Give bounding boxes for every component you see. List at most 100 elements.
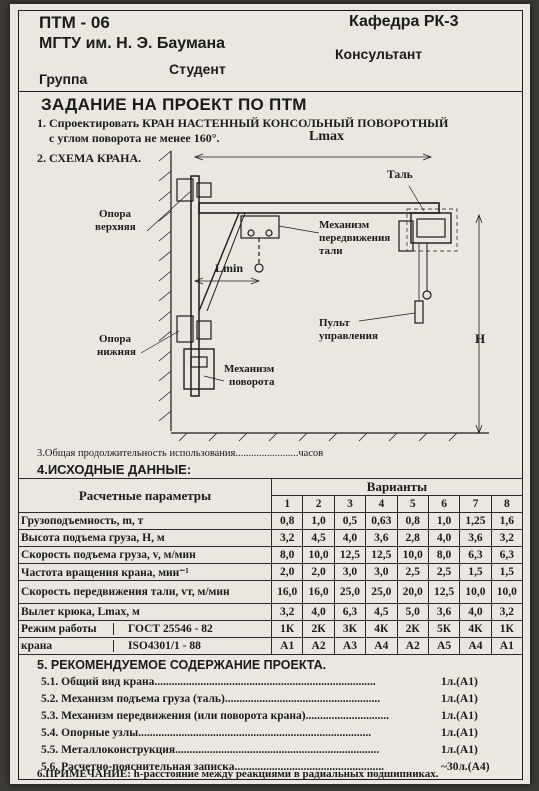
table-cell: 4,5 [302, 529, 335, 547]
row-label: Высота подъема груза, H, м [18, 529, 272, 547]
item-text: 5.1. Общий вид крана....................… [41, 676, 376, 688]
table-cell: 1,0 [302, 512, 335, 530]
note-line: 6.ПРИМЕЧАНИЕ: h-расстояние между реакция… [37, 768, 439, 780]
table-cell: 4,0 [333, 529, 367, 547]
table-cell: 0,5 [333, 512, 367, 530]
table-cell: 1,5 [490, 563, 524, 581]
table-cell: 16,0 [302, 580, 335, 604]
table-cell: 2,0 [270, 563, 304, 581]
sheet-frame: ПТМ - 06 Кафедра РК-3 МГТУ им. Н. Э. Бау… [18, 10, 524, 780]
support-top-label-2: верхняя [95, 221, 136, 233]
table-cell: 2,0 [302, 563, 335, 581]
pendant-label-1: Пульт [319, 317, 350, 329]
table-cell: 25,0 [365, 580, 398, 604]
hoist-label: Таль [387, 169, 413, 181]
table-cell: 3К [333, 620, 367, 638]
university-label: МГТУ им. Н. Э. Баумана [39, 35, 226, 52]
crane-scheme-drawing [140, 150, 489, 442]
row-label: Грузоподъемность, m, т [18, 512, 272, 530]
task-line-1: 1. Спроектировать КРАН НАСТЕННЫЙ КОНСОЛЬ… [37, 116, 449, 130]
table-cell: 0,63 [365, 512, 398, 530]
header-divider [19, 91, 522, 92]
task-4-title: 4.ИСХОДНЫЕ ДАННЫЕ: [37, 462, 192, 477]
support-bottom-label-1: Опора [99, 333, 132, 345]
standard-iso: ISO4301/1 - 88 [113, 640, 201, 652]
table-cell: А3 [333, 637, 367, 655]
table-cell: 10,0 [459, 580, 492, 604]
table-cell: 8,0 [427, 546, 461, 564]
table-cell: 3,6 [427, 603, 461, 621]
table-row: Скорость подъема груза, v, м/мин 8,0 10,… [18, 546, 524, 564]
table-cell: 1К [270, 620, 304, 638]
list-item: 5.3. Механизм передвижения (или поворота… [41, 710, 478, 722]
table-cell: 1,0 [427, 512, 461, 530]
scheme-title: 2. СХЕМА КРАНА. [37, 151, 142, 165]
item-sheets: 1л.(А1) [441, 744, 478, 756]
h-label: H [475, 331, 486, 346]
list-item: 5.4. Опорные узлы.......................… [41, 727, 478, 739]
table-cell: А5 [427, 637, 461, 655]
list-item: 5.1. Общий вид крана....................… [41, 676, 478, 688]
table-cell: 1,25 [459, 512, 492, 530]
variant-number: 7 [459, 495, 492, 513]
variant-number: 4 [365, 495, 398, 513]
table-cell: 10,0 [490, 580, 524, 604]
table-cell: 6,3 [459, 546, 492, 564]
table-cell: 12,5 [365, 546, 398, 564]
row-label: Частота вращения крана, мин⁻¹ [18, 563, 272, 581]
trolley-mechanism-label-2: передвижения [319, 232, 391, 244]
rotation-mechanism-label-1: Механизм [224, 363, 275, 375]
table-cell: А2 [302, 637, 335, 655]
item-text: 5.4. Опорные узлы.......................… [41, 727, 372, 739]
table-cell: 6,3 [490, 546, 524, 564]
variant-number: 8 [490, 495, 524, 513]
item-text: 5.3. Механизм передвижения (или поворота… [41, 710, 389, 722]
table-cell: 4,0 [459, 603, 492, 621]
table-cell: 1,6 [490, 512, 524, 530]
table-cell: 10,0 [302, 546, 335, 564]
group-label: Группа [39, 71, 88, 87]
table-cell: 3,6 [365, 529, 398, 547]
task-line-2: с углом поворота не менее 160°. [49, 131, 220, 145]
table-cell: 8,0 [270, 546, 304, 564]
row-label: Скорость подъема груза, v, м/мин [18, 546, 272, 564]
table-cell: 3,2 [270, 529, 304, 547]
task-3-line: 3.Общая продолжительность использования.… [37, 448, 324, 459]
list-item: 5.6. Расчетно-пояснительная записка.....… [41, 761, 490, 773]
variant-number: 1 [270, 495, 304, 513]
table-cell: 2К [302, 620, 335, 638]
item-sheets: 1л.(А1) [441, 727, 478, 739]
list-item: 5.5. Металлоконструкция.................… [41, 744, 478, 756]
mode-label-1: Режим работы [21, 623, 97, 635]
table-row: Вылет крюка, Lmax, м 3,2 4,0 6,3 4,5 5,0… [18, 603, 524, 621]
table-cell: 5К [427, 620, 461, 638]
table-cell: 4,0 [427, 529, 461, 547]
table-cell: 2,5 [396, 563, 429, 581]
row-label: Скорость передвижения тали, vт, м/мин [18, 580, 272, 604]
trolley-mechanism-label-3: тали [319, 245, 343, 257]
item-sheets: 1л.(А1) [441, 676, 478, 688]
consultant-label: Консультант [335, 46, 423, 62]
table-cell: 1,5 [459, 563, 492, 581]
support-top-label-1: Опора [99, 208, 132, 220]
pendant-label-2: управления [319, 330, 378, 342]
table-cell: 3,0 [333, 563, 367, 581]
table-cell: 3,6 [459, 529, 492, 547]
variant-numbers-row: 1 2 3 4 5 6 7 8 [19, 495, 524, 513]
variants-header: Варианты [271, 478, 523, 496]
lmax-label: Lmax [309, 129, 344, 144]
table-cell: 20,0 [396, 580, 429, 604]
table-cell: 12,5 [333, 546, 367, 564]
table-cell: 5,0 [396, 603, 429, 621]
item-text: 5.6. Расчетно-пояснительная записка.....… [41, 761, 384, 773]
lmin-label: Lmin [215, 261, 244, 275]
sheet-code: ПТМ - 06 [39, 13, 110, 32]
variant-number: 3 [333, 495, 367, 513]
table-cell: 0,8 [396, 512, 429, 530]
table-cell: 25,0 [333, 580, 367, 604]
param-header: Расчетные параметры [18, 478, 272, 513]
table-cell: 2,8 [396, 529, 429, 547]
